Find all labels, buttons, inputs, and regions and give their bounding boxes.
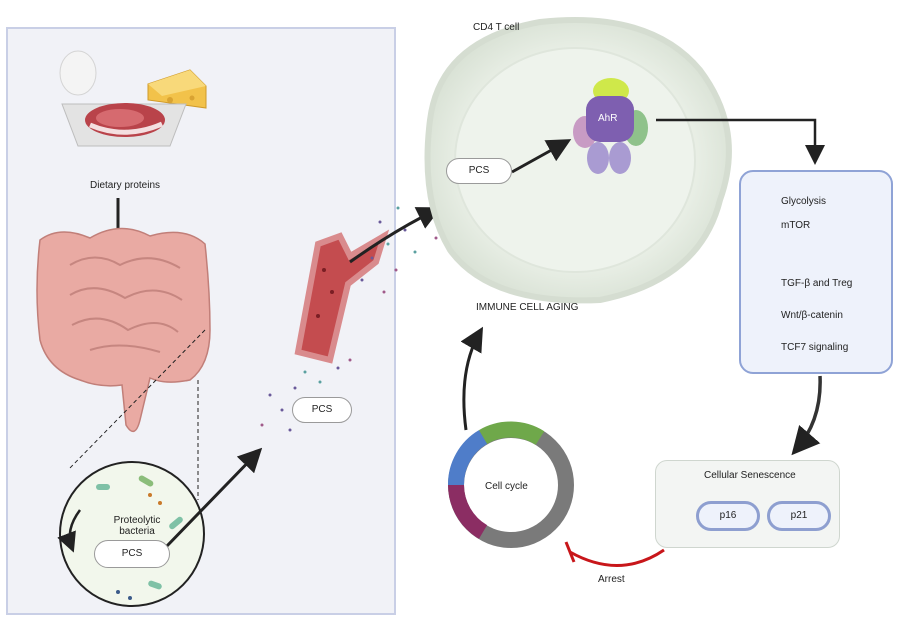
blood-vessel-icon bbox=[294, 229, 390, 364]
effect-glycolysis: Glycolysis bbox=[781, 196, 827, 207]
effect-wnt: Wnt/β-catenin bbox=[781, 310, 843, 321]
cheese-icon bbox=[147, 69, 207, 109]
immune-cell-aging-label: IMMUNE CELL AGING bbox=[476, 302, 579, 313]
proteolytic-bacteria-label: Proteolytic bacteria bbox=[113, 515, 161, 537]
cell-cycle-ring bbox=[447, 421, 574, 548]
pcs-pill-cell: PCS bbox=[446, 158, 512, 184]
egg-icon bbox=[59, 50, 97, 96]
cellular-senescence-panel: Cellular Senescence p16 p21 bbox=[655, 460, 840, 548]
meat-tray-icon bbox=[61, 103, 187, 147]
cd4-t-cell-label: CD4 T cell bbox=[473, 22, 520, 33]
p21-badge: p21 bbox=[767, 501, 831, 531]
arrest-label: Arrest bbox=[598, 574, 625, 585]
cellular-senescence-label: Cellular Senescence bbox=[704, 470, 796, 481]
ahr-label: AhR bbox=[598, 113, 618, 124]
p16-badge: p16 bbox=[696, 501, 760, 531]
intestine-icon bbox=[36, 227, 211, 433]
t-cell-icon bbox=[424, 17, 732, 304]
arrest-line bbox=[564, 541, 665, 567]
pcs-pill-blood: PCS bbox=[292, 397, 352, 423]
ahr-receptor-icon bbox=[573, 78, 648, 174]
cell-cycle-label: Cell cycle bbox=[485, 481, 528, 492]
dietary-proteins-label: Dietary proteins bbox=[90, 180, 161, 191]
pcs-particles bbox=[260, 198, 448, 432]
effect-mtor: mTOR bbox=[781, 220, 811, 231]
ahr-effects-panel: Glycolysis mTOR TGF-β and Treg Wnt/β-cat… bbox=[739, 170, 893, 374]
effect-tgf-treg: TGF-β and Treg bbox=[781, 278, 853, 289]
effect-tcf7: TCF7 signaling bbox=[781, 342, 849, 353]
pcs-pill-gut: PCS bbox=[94, 540, 170, 568]
